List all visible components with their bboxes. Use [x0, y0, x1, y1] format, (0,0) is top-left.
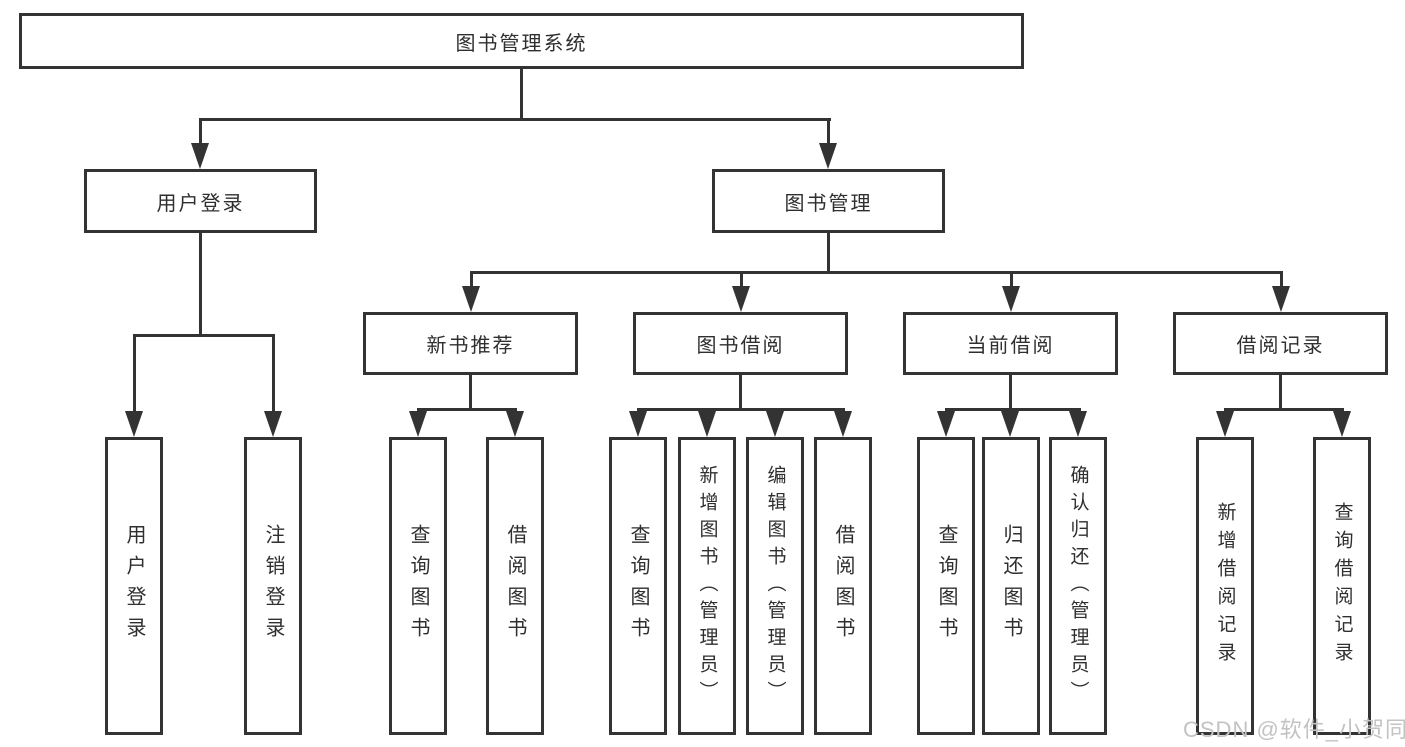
- leaf-logout: 注销登录: [244, 437, 302, 735]
- leaf-borrow-books: 借阅图书: [486, 437, 544, 735]
- arrowhead-down-icon: [1001, 411, 1019, 437]
- watermark: CSDN @软件_小贺同学: [1183, 717, 1405, 742]
- node-label: 图书管理系统: [455, 32, 588, 55]
- leaf-confirm-return-admin: 确认归还（管理员）: [1049, 437, 1107, 735]
- leaf-return-books: 归还图书: [982, 437, 1040, 735]
- node-current-borrow: 当前借阅: [903, 312, 1118, 375]
- connector-vline: [199, 233, 202, 337]
- connector-vline: [1009, 375, 1012, 411]
- leaf-label: 查询图书: [627, 524, 649, 648]
- connector-hline: [945, 408, 1081, 411]
- arrowhead-down-icon: [766, 411, 784, 437]
- arrowhead-down-icon: [125, 411, 143, 437]
- node-label: 当前借阅: [966, 335, 1055, 357]
- connector-hline: [199, 118, 831, 121]
- connector-hline: [1224, 408, 1344, 411]
- leaf-query-borrow-record: 查询借阅记录: [1313, 437, 1371, 735]
- leaf-query-books: 查询图书: [609, 437, 667, 735]
- leaf-label: 查询借阅记录: [1331, 502, 1353, 670]
- leaf-label: 新增借阅记录: [1214, 502, 1236, 670]
- node-label: 借阅记录: [1236, 335, 1325, 357]
- leaf-label: 借阅图书: [832, 524, 854, 648]
- node-borrow-record: 借阅记录: [1173, 312, 1388, 375]
- node-label: 新书推荐: [426, 335, 515, 357]
- arrowhead-down-icon: [1069, 411, 1087, 437]
- leaf-edit-books-admin: 编辑图书（管理员）: [746, 437, 804, 735]
- leaf-query-books: 查询图书: [389, 437, 447, 735]
- leaf-add-borrow-record: 新增借阅记录: [1196, 437, 1254, 735]
- leaf-user-login: 用户登录: [105, 437, 163, 735]
- arrowhead-down-icon: [409, 411, 427, 437]
- connector-hline: [417, 408, 517, 411]
- leaf-label: 借阅图书: [504, 524, 526, 648]
- leaf-add-books-admin: 新增图书（管理员）: [678, 437, 736, 735]
- arrowhead-down-icon: [1272, 286, 1290, 312]
- connector-vline: [1280, 271, 1283, 289]
- connector-vline: [1010, 271, 1013, 289]
- connector-hline: [470, 271, 1283, 274]
- leaf-label: 查询图书: [407, 524, 429, 648]
- leaf-label: 查询图书: [935, 524, 957, 648]
- connector-vline: [469, 375, 472, 411]
- connector-vline: [827, 233, 830, 274]
- arrowhead-down-icon: [264, 411, 282, 437]
- connector-vline: [133, 334, 136, 414]
- arrowhead-down-icon: [629, 411, 647, 437]
- node-book-borrow: 图书借阅: [633, 312, 848, 375]
- arrowhead-down-icon: [1002, 286, 1020, 312]
- node-library-management-system: 图书管理系统: [19, 13, 1024, 69]
- node-label: 图书管理: [784, 192, 873, 215]
- arrowhead-down-icon: [819, 143, 837, 169]
- leaf-query-books: 查询图书: [917, 437, 975, 735]
- connector-vline: [199, 118, 202, 146]
- arrowhead-down-icon: [732, 286, 750, 312]
- connector-vline: [272, 334, 275, 414]
- connector-vline: [1279, 375, 1282, 411]
- connector-hline: [637, 408, 845, 411]
- node-label: 用户登录: [156, 192, 245, 215]
- connector-vline: [827, 118, 830, 146]
- leaf-label: 归还图书: [1000, 524, 1022, 648]
- arrowhead-down-icon: [191, 143, 209, 169]
- arrowhead-down-icon: [506, 411, 524, 437]
- connector-vline: [520, 69, 523, 119]
- connector-vline: [739, 375, 742, 411]
- connector-hline: [133, 334, 275, 337]
- leaf-label: 编辑图书（管理员）: [764, 464, 786, 708]
- arrowhead-down-icon: [1333, 411, 1351, 437]
- leaf-borrow-books: 借阅图书: [814, 437, 872, 735]
- arrowhead-down-icon: [462, 286, 480, 312]
- node-label: 图书借阅: [696, 335, 785, 357]
- leaf-label: 确认归还（管理员）: [1067, 464, 1089, 708]
- arrowhead-down-icon: [698, 411, 716, 437]
- node-user-login: 用户登录: [84, 169, 317, 233]
- node-new-book-recommend: 新书推荐: [363, 312, 578, 375]
- leaf-label: 用户登录: [123, 524, 145, 648]
- leaf-label: 新增图书（管理员）: [696, 464, 718, 708]
- arrowhead-down-icon: [1216, 411, 1234, 437]
- arrowhead-down-icon: [834, 411, 852, 437]
- connector-vline: [740, 271, 743, 289]
- leaf-label: 注销登录: [262, 524, 284, 648]
- connector-vline: [470, 271, 473, 289]
- arrowhead-down-icon: [937, 411, 955, 437]
- node-book-management: 图书管理: [712, 169, 945, 233]
